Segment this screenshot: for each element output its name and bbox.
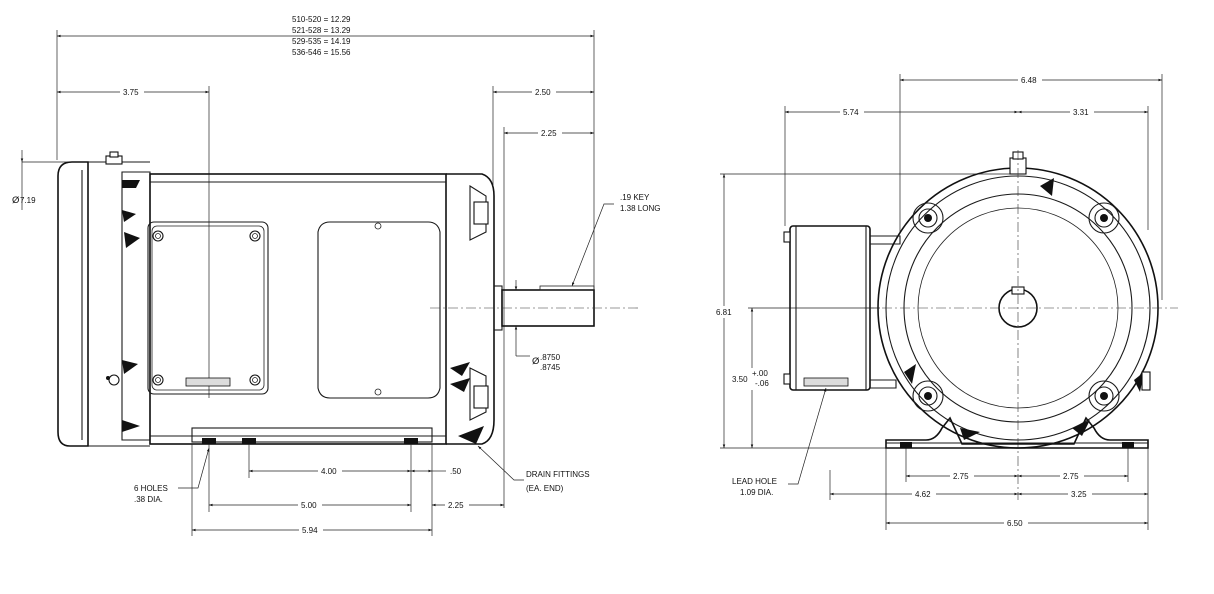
dim-6-50: 6.50	[1007, 519, 1023, 528]
dim-2-25-bottom: 2.25	[448, 501, 464, 510]
dim-2-50: 2.50	[535, 88, 551, 97]
dim-4-62: 4.62	[915, 490, 931, 499]
tolerance-minus: -.06	[755, 379, 769, 388]
dim-3-31: 3.31	[1073, 108, 1089, 117]
side-view	[20, 30, 640, 536]
overall-length-line-3: 529-535 = 14.19	[292, 37, 351, 46]
dim-6-48: 6.48	[1021, 76, 1037, 85]
key-note-line-1: .19 KEY	[620, 193, 650, 202]
shaft-dia-max: .8750	[540, 353, 561, 362]
dim-5-00: 5.00	[301, 501, 317, 510]
dim-3-75: 3.75	[123, 88, 139, 97]
end-view	[720, 74, 1178, 530]
end-view-labels: 6.48 5.74 3.31 6.81 3.50 +.00 -.06 2.75 …	[714, 74, 1094, 529]
drain-note-line-2: (EA. END)	[526, 484, 564, 493]
lead-note-line-1: LEAD HOLE	[732, 477, 777, 486]
end-bolt-top-right	[1088, 202, 1120, 234]
dim-2-75-right: 2.75	[1063, 472, 1079, 481]
dim-5-74: 5.74	[843, 108, 859, 117]
dim-diameter-7-19: 7.19	[20, 196, 36, 205]
end-bolt-bottom-left	[912, 380, 944, 412]
dim-0-50: .50	[450, 467, 462, 476]
shaft-diameter-symbol: Ø	[532, 356, 540, 367]
lead-note-line-2: 1.09 DIA.	[740, 488, 773, 497]
key-note-line-2: 1.38 LONG	[620, 204, 660, 213]
end-bolt-top-left	[912, 202, 944, 234]
dim-3-25: 3.25	[1071, 490, 1087, 499]
dim-5-94: 5.94	[302, 526, 318, 535]
dim-6-81: 6.81	[716, 308, 732, 317]
side-view-labels: 510-520 = 12.29 521-528 = 13.29 529-535 …	[12, 15, 660, 536]
dim-3-50: 3.50	[732, 375, 748, 384]
shaft-dia-min: .8745	[540, 363, 561, 372]
end-bolt-bottom-right	[1088, 380, 1120, 412]
holes-note-line-1: 6 HOLES	[134, 484, 168, 493]
overall-length-line-4: 536-546 = 15.56	[292, 48, 351, 57]
diameter-symbol: Ø	[12, 195, 20, 206]
drain-note-line-1: DRAIN FITTINGS	[526, 470, 590, 479]
overall-length-line-1: 510-520 = 12.29	[292, 15, 351, 24]
dim-2-25-top: 2.25	[541, 129, 557, 138]
dim-2-75-left: 2.75	[953, 472, 969, 481]
dim-4-00: 4.00	[321, 467, 337, 476]
holes-note-line-2: .38 DIA.	[134, 495, 163, 504]
overall-length-line-2: 521-528 = 13.29	[292, 26, 351, 35]
tolerance-plus: +.00	[752, 369, 768, 378]
